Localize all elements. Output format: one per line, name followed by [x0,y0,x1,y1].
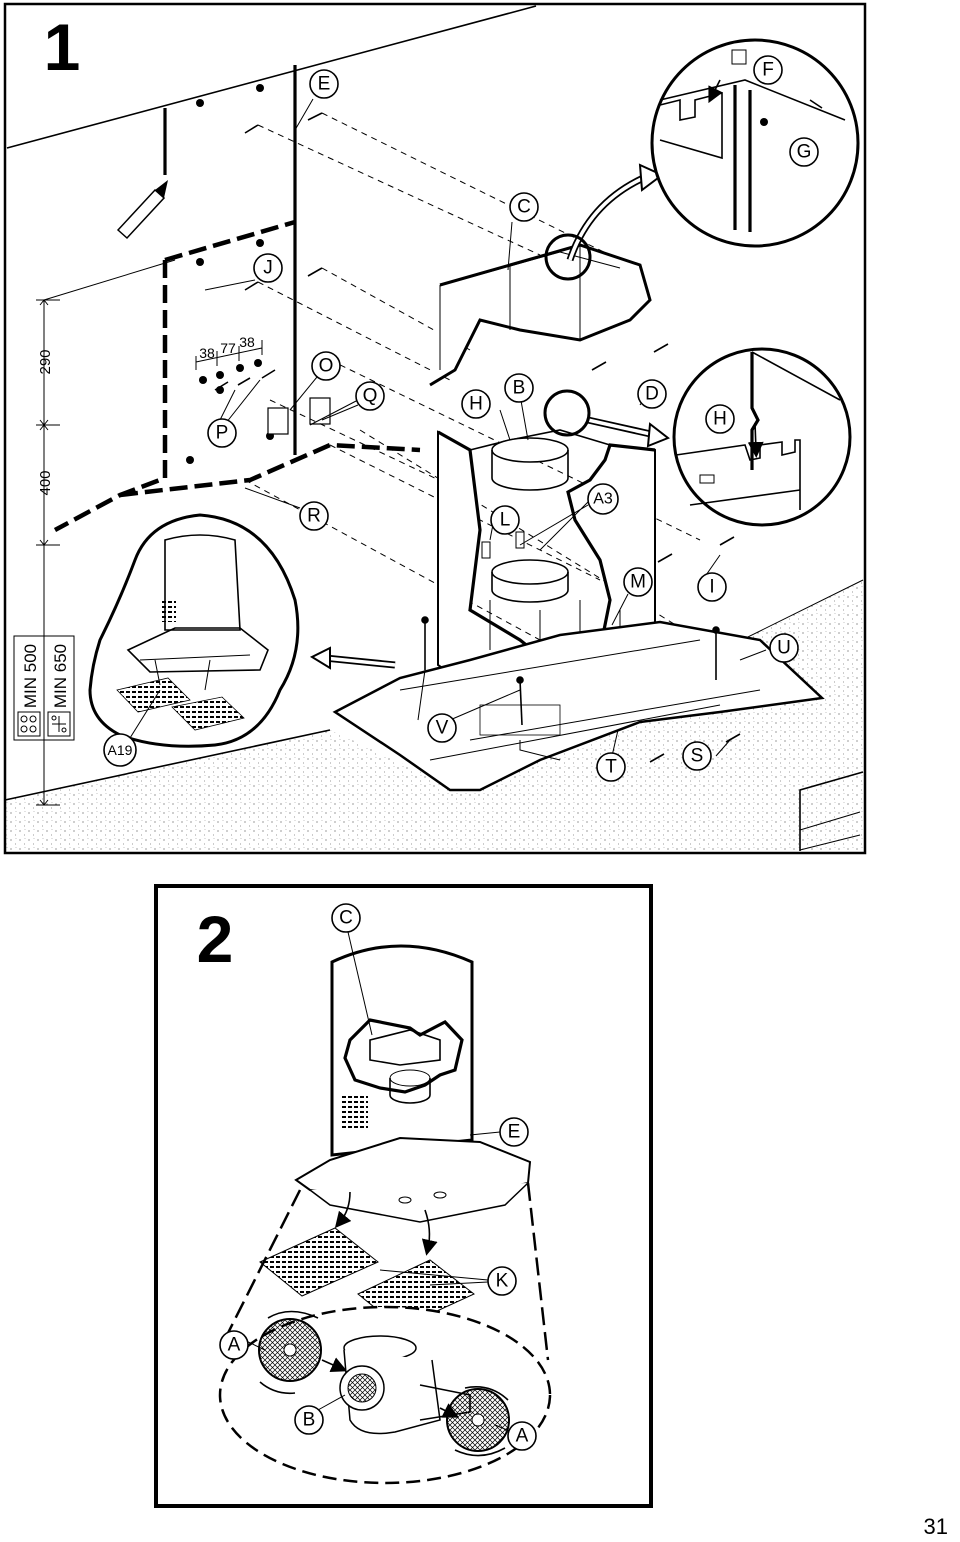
min-500-label: MIN 500 [21,644,40,708]
svg-text:E: E [318,74,331,95]
svg-text:M: M [630,572,646,593]
label-o: O [311,351,341,381]
svg-text:A3: A3 [593,491,613,508]
label-s: S [682,741,712,771]
hood-canopy [294,1136,532,1256]
label-c: C [509,192,539,222]
svg-text:S: S [691,746,704,767]
carbon-filter-right [439,1386,510,1457]
small-dims [195,340,263,370]
label-j: J [253,253,283,283]
label-f: F [753,55,783,85]
label-b-fig2: B [294,1405,324,1435]
figure-1: 290 400 38 77 38 MIN 500 MIN 650 1 [3,2,867,855]
svg-text:B: B [513,378,526,399]
label-l: L [490,505,520,535]
min-legend [13,635,75,741]
svg-text:G: G [797,142,812,163]
label-v: V [427,713,457,743]
svg-text:F: F [762,60,774,81]
label-a19: A19 [103,733,137,767]
label-g: G [789,137,819,167]
svg-text:L: L [500,510,511,531]
svg-text:V: V [436,718,449,739]
detail-circle-h [672,347,852,527]
screws-v [421,616,720,726]
dim-38-a: 38 [199,345,215,361]
label-i: I [697,572,727,602]
page-number: 31 [923,1514,948,1539]
svg-text:B: B [303,1410,316,1431]
label-k: K [487,1266,517,1296]
svg-text:J: J [263,258,273,279]
dim-38-b: 38 [239,334,255,350]
label-c-fig2: C [331,903,361,933]
svg-text:A19: A19 [108,742,133,758]
svg-text:A: A [228,1335,241,1356]
dim-290: 290 [37,349,54,374]
svg-text:C: C [517,197,531,218]
label-p: P [207,418,237,448]
label-u: U [769,633,799,663]
carbon-filter-left [258,1310,348,1395]
cabinet [799,771,864,851]
highlight-circle-2 [543,389,591,437]
figure-2-number: 2 [197,902,234,976]
label-b: B [504,373,534,403]
label-e-fig2: E [499,1117,529,1147]
label-r: R [299,501,329,531]
label-a3: A3 [587,483,619,515]
min-650-label: MIN 650 [51,644,70,708]
svg-text:Q: Q [363,386,378,407]
projection-lines [220,1182,550,1361]
leader-lines-fig2 [243,931,513,1433]
grease-filter-left [259,1227,379,1297]
wall-edge [6,5,537,149]
glass-canopy [332,620,825,792]
label-a-left: A [219,1330,249,1360]
vertical-dimension-lines [36,259,176,806]
figure-1-number: 1 [44,10,81,84]
detail-circle-fg [650,38,860,248]
label-q: Q [355,381,385,411]
label-t: T [596,752,626,782]
highlight-circle-1 [544,233,592,281]
svg-text:P: P [216,423,229,444]
detail-blob-a19 [88,513,300,748]
upper-chimney [429,243,652,387]
chimney [330,944,474,1157]
svg-text:H: H [713,409,727,430]
dim-77: 77 [220,340,236,356]
label-m: M [623,567,653,597]
svg-text:A: A [516,1426,529,1447]
svg-text:C: C [339,908,353,929]
svg-text:E: E [508,1122,521,1143]
svg-text:R: R [307,506,321,527]
svg-text:K: K [496,1271,509,1292]
motor [339,1335,471,1435]
label-h-detail: H [705,404,735,434]
label-d: D [637,379,667,409]
svg-text:D: D [645,384,659,405]
dim-400: 400 [37,470,54,495]
label-a-right: A [507,1421,537,1451]
label-h: H [461,389,491,419]
label-e: E [309,69,339,99]
svg-text:I: I [709,577,714,598]
countertop-edge [4,729,331,801]
svg-text:H: H [469,394,483,415]
figure-2: 2 [154,884,653,1508]
pencil-icon [116,180,168,240]
svg-text:U: U [777,638,791,659]
svg-text:T: T [605,757,617,778]
svg-text:O: O [319,356,334,377]
countertop [5,730,863,851]
